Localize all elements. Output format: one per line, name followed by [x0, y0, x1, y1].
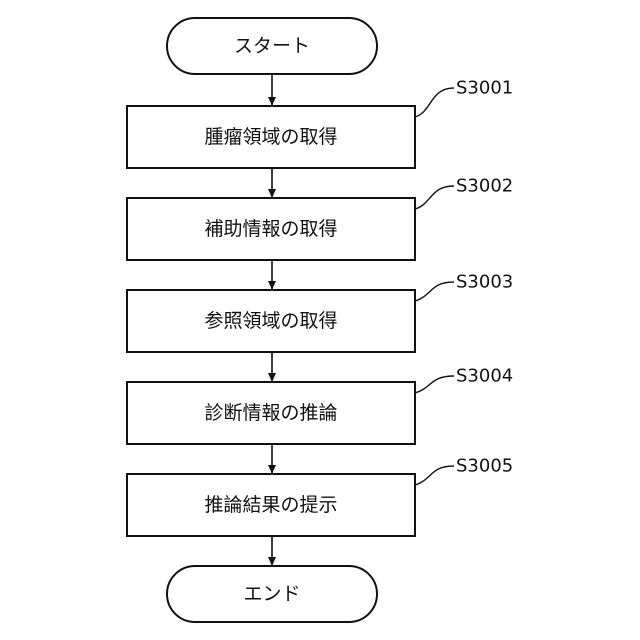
start-terminal: スタート — [167, 18, 377, 74]
process-step-s3003: 参照領域の取得 S3003 — [127, 272, 513, 353]
process-label: 腫瘤領域の取得 — [204, 126, 337, 148]
step-id: S3002 — [456, 176, 513, 197]
end-label: エンド — [243, 583, 300, 605]
step-id-leader — [415, 282, 454, 301]
process-step-s3004: 診断情報の推論 S3004 — [127, 366, 513, 445]
process-step-s3001: 腫瘤領域の取得 S3001 — [127, 78, 513, 169]
process-step-s3002: 補助情報の取得 S3002 — [127, 176, 513, 261]
process-label: 推論結果の提示 — [204, 494, 337, 516]
step-id: S3001 — [456, 78, 513, 99]
step-id: S3003 — [456, 272, 513, 293]
process-step-s3005: 推論結果の提示 S3005 — [127, 456, 513, 537]
start-label: スタート — [234, 35, 310, 57]
process-label: 診断情報の推論 — [204, 402, 337, 424]
step-id-leader — [415, 466, 454, 485]
step-id: S3005 — [456, 456, 513, 477]
process-label: 参照領域の取得 — [204, 310, 337, 332]
end-terminal: エンド — [167, 566, 377, 622]
step-id-leader — [415, 88, 454, 117]
step-id-leader — [415, 376, 454, 393]
step-id-leader — [415, 186, 454, 209]
process-label: 補助情報の取得 — [204, 218, 337, 240]
step-id: S3004 — [456, 366, 513, 387]
